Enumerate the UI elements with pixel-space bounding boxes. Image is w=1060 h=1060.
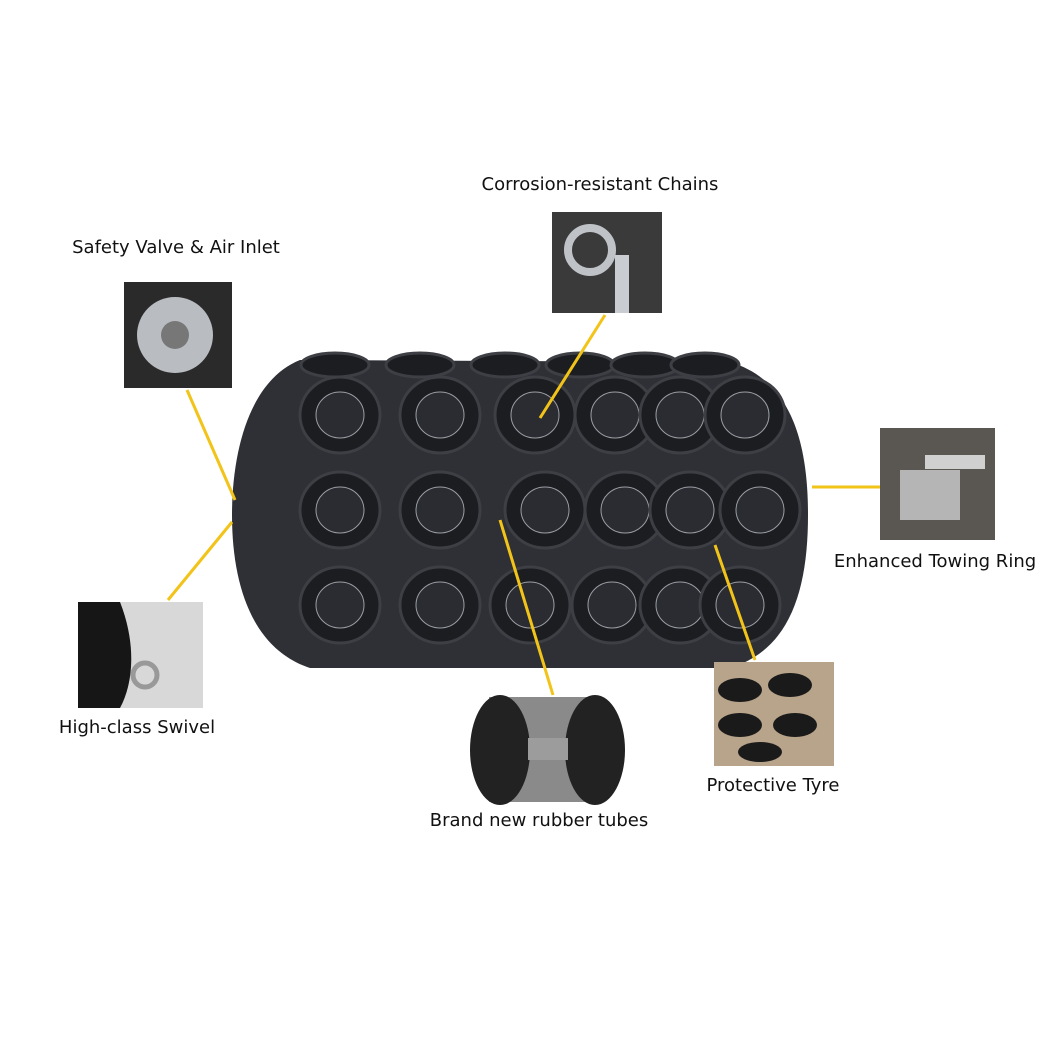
tyre-photo xyxy=(714,662,834,766)
tyre-chain-hole xyxy=(665,486,715,534)
tyre-chain-hole xyxy=(655,391,705,439)
callout-label-swivel: High-class Swivel xyxy=(58,717,216,738)
tyre-chain-hole xyxy=(715,581,765,629)
tyre-chain-hole xyxy=(315,581,365,629)
callout-label-valve: Safety Valve & Air Inlet xyxy=(72,237,280,258)
tyre-chain-hole xyxy=(720,391,770,439)
tyre-chain-hole xyxy=(520,486,570,534)
thumbnails xyxy=(78,212,995,805)
tyre-chain-hole xyxy=(315,486,365,534)
rubber-tube-photo xyxy=(470,695,625,805)
tyre-chain-hole xyxy=(505,581,555,629)
tyre-chain-hole xyxy=(415,391,465,439)
tyre-chain-hole xyxy=(415,581,465,629)
tyre xyxy=(469,351,541,379)
pneumatic-fender xyxy=(232,351,808,668)
tyre xyxy=(384,351,456,379)
callout-label-chains: Corrosion-resistant Chains xyxy=(481,174,719,195)
towing-ring-photo xyxy=(880,428,995,540)
tyre-chain-hole xyxy=(590,391,640,439)
callout-label-tyre: Protective Tyre xyxy=(706,775,840,796)
tyre-chain-hole xyxy=(735,486,785,534)
tyre xyxy=(299,351,371,379)
leader-line-chains xyxy=(538,314,607,419)
tyre-chain-hole xyxy=(510,391,560,439)
leader-line-tyre xyxy=(713,544,757,661)
tyre-chain-hole xyxy=(600,486,650,534)
valve-photo xyxy=(124,282,232,388)
leader-lines xyxy=(166,314,880,696)
tyre xyxy=(669,351,741,379)
swivel-photo xyxy=(78,602,203,708)
chain-photo xyxy=(552,212,662,313)
callout-label-towing-ring: Enhanced Towing Ring xyxy=(833,551,1037,572)
leader-line-rubber-tubes xyxy=(498,519,555,696)
tyre-chain-hole xyxy=(655,581,705,629)
tyre-chain-hole xyxy=(315,391,365,439)
callout-label-rubber-tubes: Brand new rubber tubes xyxy=(429,810,649,831)
leader-line-swivel xyxy=(166,521,234,601)
tyre xyxy=(609,351,681,379)
tyre-chain-hole xyxy=(587,581,637,629)
tyre-chain-hole xyxy=(415,486,465,534)
leader-line-valve xyxy=(185,389,237,501)
